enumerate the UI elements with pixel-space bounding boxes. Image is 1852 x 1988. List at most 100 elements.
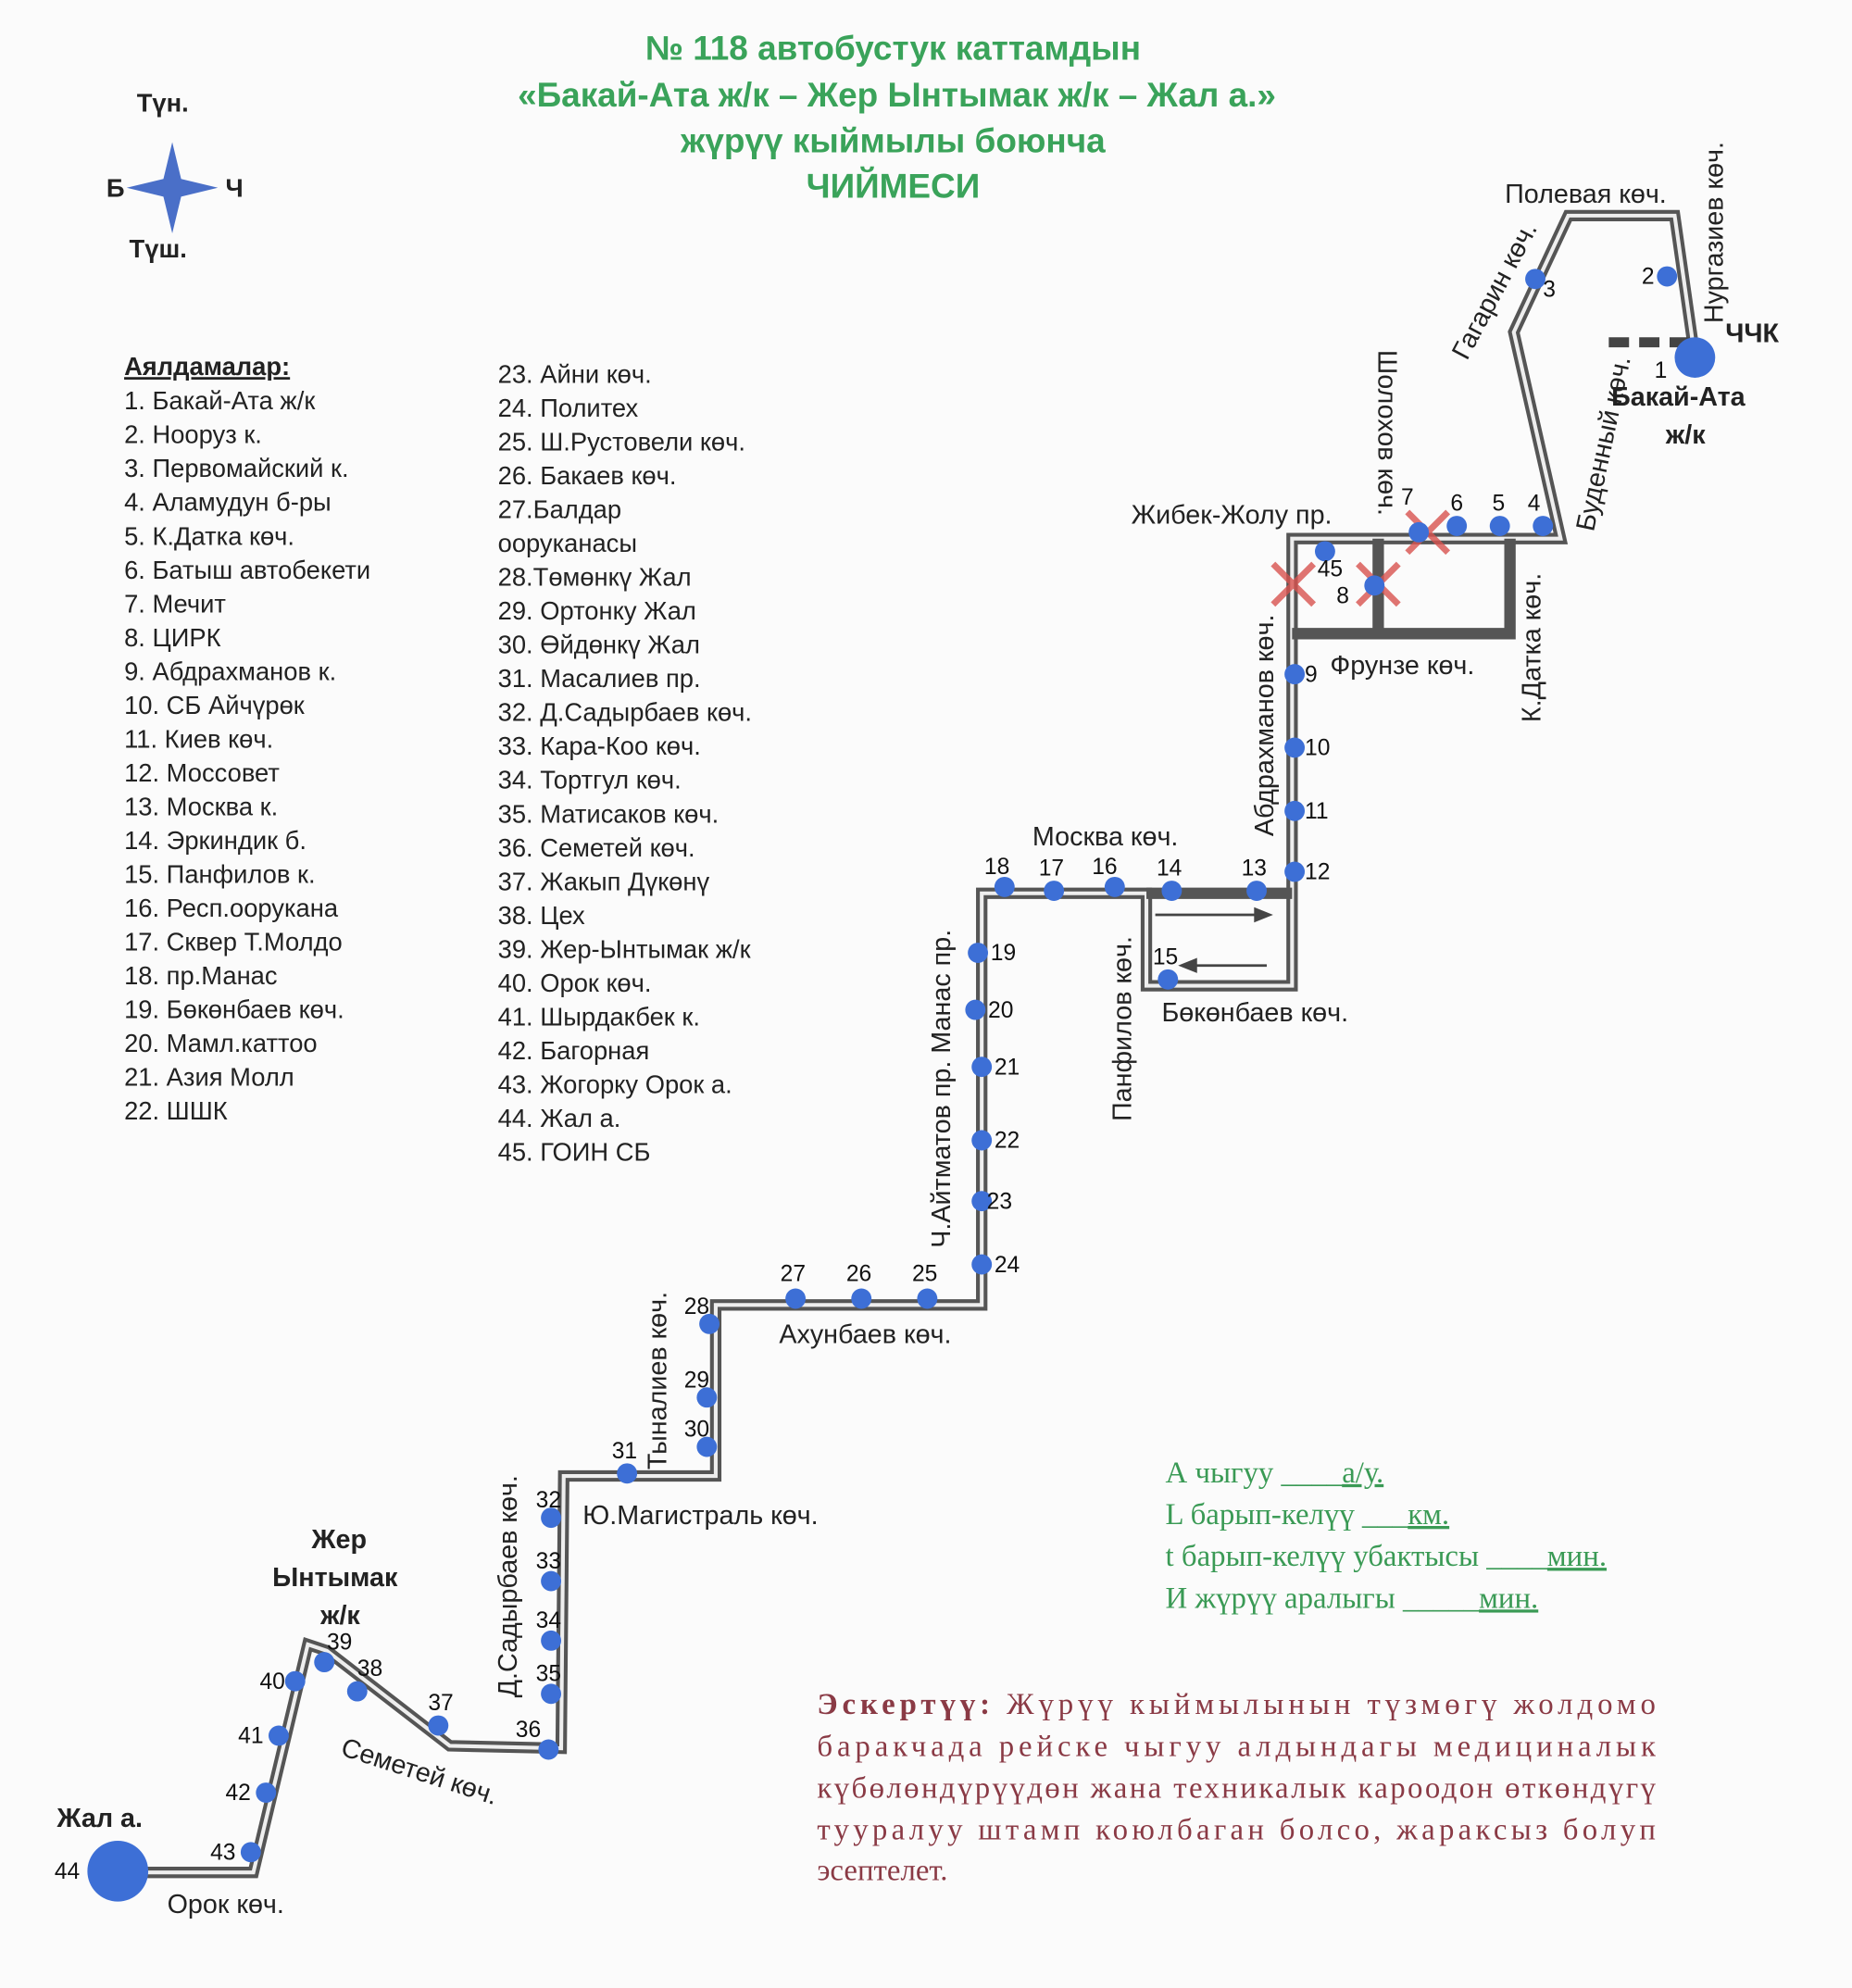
stop-number: 44 bbox=[55, 1859, 80, 1884]
bus-stop-41: 41 bbox=[238, 1724, 289, 1749]
stop-number: 35 bbox=[536, 1662, 561, 1687]
stop-marker-icon bbox=[256, 1782, 277, 1803]
note-line-2: баракчада рейске чыгуу алдындагы медицин… bbox=[817, 1730, 1656, 1763]
stop-marker-icon bbox=[785, 1288, 807, 1309]
stop-marker-icon bbox=[541, 1683, 562, 1705]
legend-item: 45. ГОИН СБ bbox=[498, 1138, 651, 1167]
info-t-unit: мин. bbox=[1547, 1540, 1607, 1573]
legend-item: 17. Сквер Т.Молдо bbox=[124, 928, 343, 956]
stop-number: 30 bbox=[684, 1418, 709, 1443]
stop-number: 39 bbox=[327, 1630, 352, 1655]
bus-stop-14: 14 bbox=[1157, 856, 1182, 901]
legend-item: 42. Багорная bbox=[498, 1036, 650, 1065]
legend-item: 36. Семетей көч. bbox=[498, 833, 695, 862]
street-polevaya: Полевая көч. bbox=[1505, 180, 1667, 209]
legend-column-1: 1. Бакай-Ата ж/к 2. Нооруз к. 3. Первомайс… bbox=[124, 386, 370, 1125]
bus-stop-28: 28 bbox=[684, 1294, 720, 1334]
terminal-zher-1: Жер bbox=[311, 1525, 367, 1555]
legend-item: ооруканасы bbox=[498, 529, 637, 557]
stop-marker-icon bbox=[87, 1841, 149, 1902]
stop-marker-icon bbox=[1158, 969, 1179, 990]
stop-marker-icon bbox=[968, 943, 989, 963]
bus-stop-2: 2 bbox=[1642, 265, 1678, 290]
stop-marker-icon bbox=[917, 1288, 938, 1309]
legend-item: 16. Респ.оорукана bbox=[124, 894, 339, 922]
stop-marker-icon bbox=[1284, 861, 1306, 882]
legend-item: 29. Ортонку Жал bbox=[498, 596, 696, 625]
stop-number: 5 bbox=[1492, 492, 1505, 517]
stop-marker-icon bbox=[541, 1570, 562, 1592]
stop-marker-icon bbox=[1314, 541, 1335, 562]
legend-item: 20. Мамл.каттоо bbox=[124, 1029, 318, 1057]
bus-stop-43: 43 bbox=[210, 1841, 261, 1866]
legend-item: 8. ЦИРК bbox=[124, 623, 221, 652]
info-a-label: А чыгуу bbox=[1166, 1457, 1282, 1490]
stop-marker-icon bbox=[1284, 664, 1306, 685]
bus-stop-23: 23 bbox=[971, 1189, 1012, 1214]
stop-number: 45 bbox=[1318, 557, 1343, 582]
street-k-datka: К.Датка көч. bbox=[1517, 573, 1546, 722]
terminal-zher-2: Ынтымак bbox=[272, 1563, 398, 1593]
bus-stop-16: 16 bbox=[1092, 855, 1125, 897]
stop-number: 38 bbox=[357, 1657, 382, 1682]
stop-number: 14 bbox=[1157, 856, 1182, 881]
svg-text:И жүрүү аралыгы _____мин.: И жүрүү аралыгы _____мин. bbox=[1166, 1582, 1539, 1615]
stop-marker-icon bbox=[1408, 521, 1430, 543]
title-line-2: «Бакай-Ата ж/к – Жер Ынтымак ж/к – Жал а… bbox=[518, 76, 1276, 114]
bus-stop-36: 36 bbox=[516, 1718, 559, 1760]
bus-stop-26: 26 bbox=[846, 1261, 872, 1309]
stop-number: 32 bbox=[536, 1488, 561, 1513]
legend-item: 37. Жакып Дүкөнү bbox=[498, 867, 710, 895]
bus-stop-4: 4 bbox=[1528, 492, 1554, 536]
stop-marker-icon bbox=[971, 1254, 993, 1275]
stop-number: 8 bbox=[1336, 583, 1349, 608]
note-line-3: күбөлөндүрүүдөн жана техникалык кароодон… bbox=[817, 1771, 1656, 1805]
stop-marker-icon bbox=[965, 999, 986, 1020]
stop-number: 6 bbox=[1450, 492, 1463, 517]
stop-number: 21 bbox=[995, 1055, 1020, 1080]
bus-stop-19: 19 bbox=[968, 941, 1016, 966]
info-t-label: t барып-келүү убактысы bbox=[1166, 1540, 1487, 1573]
stop-number: 15 bbox=[1153, 944, 1178, 969]
bus-stop-5: 5 bbox=[1489, 492, 1510, 536]
legend-item: 1. Бакай-Ата ж/к bbox=[124, 386, 316, 415]
stop-number: 25 bbox=[912, 1261, 937, 1286]
stop-marker-icon bbox=[284, 1670, 306, 1692]
compass-south: Түш. bbox=[130, 234, 187, 263]
street-chchk: ЧЧК bbox=[1725, 319, 1779, 349]
stop-marker-icon bbox=[851, 1288, 872, 1309]
legend-item: 3. Первомайский к. bbox=[124, 454, 349, 482]
legend-item: 31. Масалиев пр. bbox=[498, 664, 701, 693]
bus-stop-32: 32 bbox=[536, 1488, 562, 1529]
street-orok: Орок көч. bbox=[168, 1890, 284, 1919]
street-budenny: Буденный көч. bbox=[1570, 354, 1636, 534]
legend-heading: Аялдамалар: bbox=[124, 352, 290, 381]
stop-marker-icon bbox=[541, 1630, 562, 1651]
stop-number: 34 bbox=[536, 1608, 561, 1633]
note-heading: Эскертүү: bbox=[817, 1688, 990, 1721]
stop-number: 18 bbox=[984, 855, 1009, 880]
stop-number: 1 bbox=[1655, 358, 1668, 383]
bus-stop-24: 24 bbox=[971, 1253, 1020, 1278]
legend-item: 2. Нооруз к. bbox=[124, 420, 262, 449]
stop-number: 7 bbox=[1401, 485, 1414, 510]
compass-east: Ч bbox=[226, 173, 244, 202]
stop-number: 27 bbox=[781, 1261, 806, 1286]
stop-number: 37 bbox=[428, 1691, 453, 1716]
bus-stop-17: 17 bbox=[1039, 856, 1064, 901]
stop-number: 41 bbox=[238, 1724, 263, 1749]
stop-number: 40 bbox=[259, 1669, 284, 1694]
stop-number: 11 bbox=[1305, 799, 1329, 824]
stop-number: 33 bbox=[536, 1549, 561, 1574]
legend-item: 6. Батыш автобекети bbox=[124, 556, 370, 584]
bus-stop-34: 34 bbox=[536, 1608, 561, 1651]
legend-item: 27.Балдар bbox=[498, 495, 622, 524]
bus-stop-21: 21 bbox=[971, 1055, 1020, 1080]
legend-item: 34. Тортгул көч. bbox=[498, 766, 682, 794]
stop-number: 24 bbox=[995, 1253, 1020, 1278]
stop-marker-icon bbox=[1657, 266, 1678, 287]
street-sadyrbaev: Д.Садырбаев көч. bbox=[494, 1475, 523, 1697]
stop-marker-icon bbox=[541, 1507, 562, 1529]
bus-stop-35: 35 bbox=[536, 1662, 561, 1705]
